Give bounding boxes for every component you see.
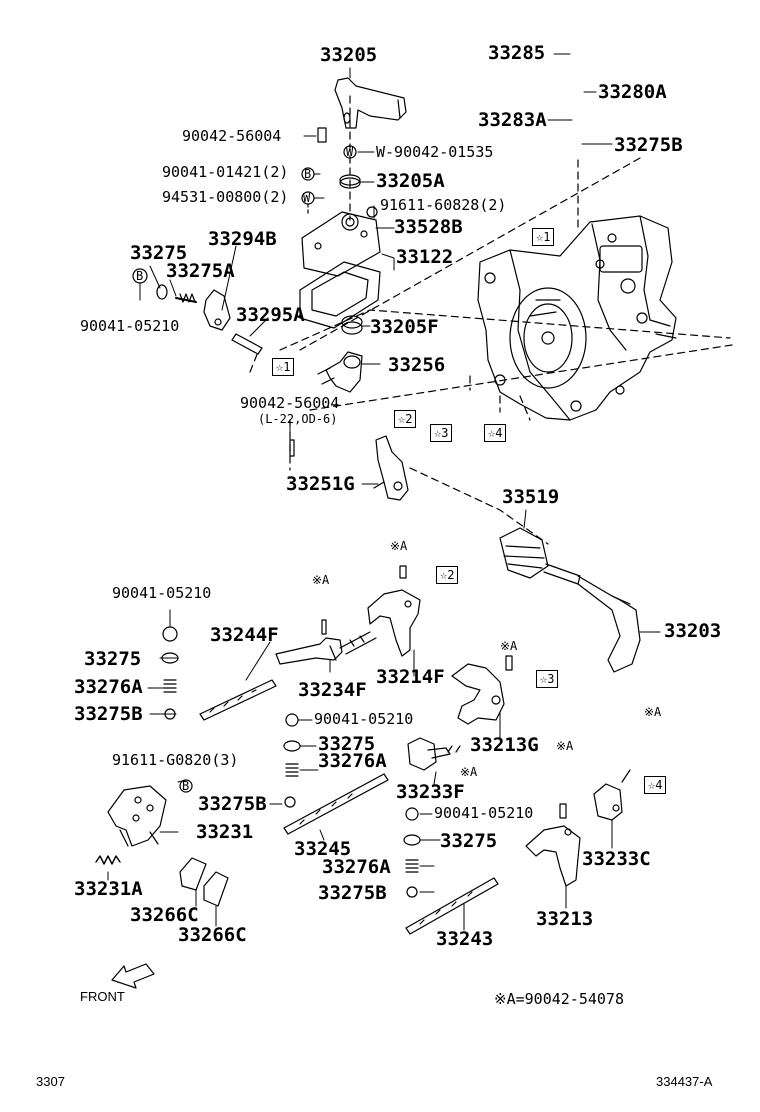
bolt-symbol: B <box>182 779 190 793</box>
cover-plate-and-gasket <box>299 206 381 393</box>
label-90041-05210-d: 90041-05210 <box>434 804 534 822</box>
ref-box-3-fork: ☆3 <box>536 670 559 688</box>
label-90041-05210-left: 90041-05210 <box>80 317 180 335</box>
label-33266c-1: 33266C <box>130 904 199 926</box>
bolt-symbol: B <box>304 167 312 181</box>
label-33231a: 33231A <box>74 878 143 900</box>
boot-and-outer-lever <box>499 527 641 673</box>
label-33275-b: 33275 <box>84 648 142 670</box>
label-33122: 33122 <box>396 246 454 268</box>
label-94531-00800: 94531-00800(2) <box>162 188 289 206</box>
label-33275b-d: 33275B <box>318 882 387 904</box>
fork-shaft-33245 <box>283 773 389 835</box>
ref-box-2-mid: ☆2 <box>394 410 417 428</box>
fork-shaft-33243 <box>405 877 499 935</box>
note-a-4: ※A <box>460 765 478 779</box>
ref-box-3-mid: ☆3 <box>430 424 453 442</box>
label-90042-56004-note: (L-22,OD-6) <box>258 412 338 426</box>
label-33275a: 33275A <box>166 260 235 282</box>
label-91611-60828: 91611-60828(2) <box>380 196 507 214</box>
ref-box-1-top: ☆1 <box>532 228 555 246</box>
ref-box-2-fork: ☆2 <box>436 566 459 584</box>
label-90042-01535: W-90042-01535 <box>376 143 494 161</box>
fork-shaft-33244f <box>199 679 277 721</box>
note-a-6: ※A <box>644 705 662 719</box>
ref-box-1-left: ☆1 <box>272 358 295 376</box>
ref-box-4-mid: ☆4 <box>484 424 507 442</box>
label-33275-d: 33275 <box>440 830 498 852</box>
label-33285: 33285 <box>488 42 546 64</box>
label-33280a: 33280A <box>598 81 667 103</box>
ref-box-4-fork: ☆4 <box>644 776 667 794</box>
note-a-3: ※A <box>500 639 518 653</box>
fork-33214f-drawing <box>367 565 421 657</box>
note-a-2: ※A <box>312 573 330 587</box>
detent-group-b <box>161 626 179 720</box>
label-33203: 33203 <box>664 620 722 642</box>
label-90041-01421: 90041-01421(2) <box>162 163 289 181</box>
fork-33213-drawing <box>525 769 631 887</box>
label-33276a-d: 33276A <box>322 856 391 878</box>
label-33233c: 33233C <box>582 848 651 870</box>
label-91611-g0820: 91611-G0820(3) <box>112 751 239 769</box>
detent-group-upper-left <box>132 268 263 355</box>
label-33213: 33213 <box>536 908 594 930</box>
label-33275b-top: 33275B <box>614 134 683 156</box>
label-33244f: 33244F <box>210 624 279 646</box>
note-a-legend: ※A=90042-54078 <box>494 990 624 1008</box>
bolt-symbol: B <box>136 269 144 283</box>
label-33283a: 33283A <box>478 109 547 131</box>
leader-lines <box>107 53 661 931</box>
label-33295a: 33295A <box>236 304 305 326</box>
label-33519: 33519 <box>502 486 560 508</box>
label-33294b: 33294B <box>208 228 277 250</box>
label-33231: 33231 <box>196 821 254 843</box>
label-33276a-b: 33276A <box>74 676 143 698</box>
detent-group-c <box>283 713 301 808</box>
interlock-plate-33231 <box>95 779 193 865</box>
label-33243: 33243 <box>436 928 494 950</box>
label-90042-56004-mid: 90042-56004 <box>240 394 340 412</box>
washer-symbol: W <box>346 145 354 159</box>
front-direction-label: FRONT <box>80 989 125 1004</box>
footer-page-left: 3307 <box>36 1074 65 1089</box>
label-33205f: 33205F <box>370 316 439 338</box>
label-33275-top: 33275 <box>130 242 188 264</box>
label-33214f: 33214F <box>376 666 445 688</box>
note-a-1: ※A <box>390 539 408 553</box>
transmission-case <box>477 215 677 421</box>
label-33275-c: 33275 <box>318 733 376 755</box>
front-arrow <box>111 963 155 989</box>
detent-group-d <box>403 807 421 898</box>
label-33205: 33205 <box>320 44 378 66</box>
label-33245: 33245 <box>294 838 352 860</box>
label-33256: 33256 <box>388 354 446 376</box>
note-a-5: ※A <box>556 739 574 753</box>
inner-lever-33251g <box>289 435 409 501</box>
label-33234f: 33234F <box>298 679 367 701</box>
label-33213g: 33213G <box>470 734 539 756</box>
label-90042-56004-top: 90042-56004 <box>182 127 282 145</box>
fork-33213g-drawing <box>407 655 513 771</box>
label-33251g: 33251G <box>286 473 355 495</box>
label-33275b-c: 33275B <box>198 793 267 815</box>
label-33205a: 33205A <box>376 170 445 192</box>
shift-lever-33205-drawing <box>301 77 407 215</box>
label-33266c-2: 33266C <box>178 924 247 946</box>
label-90041-05210-b: 90041-05210 <box>112 584 212 602</box>
label-33275b-b: 33275B <box>74 703 143 725</box>
fork-head-33234f-drawing <box>275 619 377 665</box>
footer-page-right: 334437-A <box>656 1074 713 1089</box>
label-33528b: 33528B <box>394 216 463 238</box>
washer-symbol: W <box>303 191 311 205</box>
label-33276a-c: 33276A <box>318 750 387 772</box>
label-90041-05210-c: 90041-05210 <box>314 710 414 728</box>
shims-33266c <box>179 857 229 907</box>
label-33233f: 33233F <box>396 781 465 803</box>
